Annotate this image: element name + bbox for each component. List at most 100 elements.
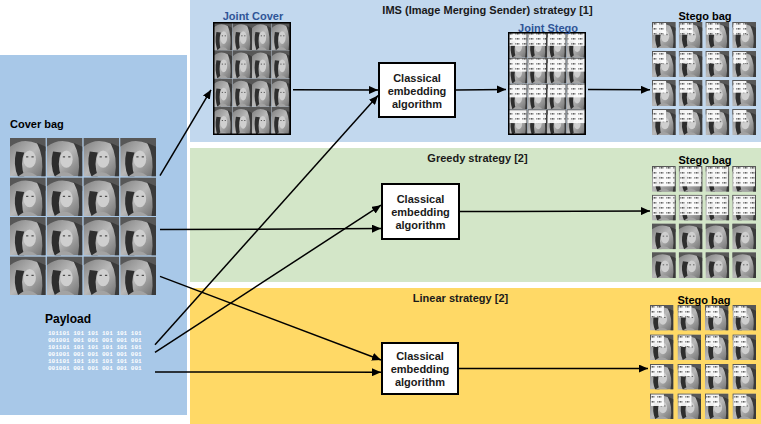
flow-arrow — [293, 89, 378, 91]
band-grounds — [190, 0, 761, 424]
lena-thumbnail — [213, 107, 233, 135]
lena-thumbnail — [508, 84, 528, 110]
lena-thumbnail — [10, 257, 46, 296]
embedded-bits — [568, 33, 586, 46]
embedded-bits — [733, 81, 746, 93]
lena-thumbnail — [272, 107, 292, 135]
lena-thumbnail — [706, 51, 730, 77]
lena-thumbnail — [733, 305, 757, 331]
payload-block: Payload 101101 101 101 101 101 101 001001… — [40, 312, 155, 388]
embedded-bits — [509, 110, 527, 123]
lena-thumbnail — [213, 50, 233, 78]
lena-thumbnail — [705, 305, 729, 331]
lena-thumbnail — [652, 22, 676, 48]
strategy-band: IMS (Image Merging Sender) strategy [1]J… — [190, 0, 761, 142]
lena-thumbnail — [705, 364, 729, 390]
flow-arrow — [459, 368, 648, 370]
lena-thumbnail — [233, 50, 253, 78]
lena-thumbnail — [652, 195, 676, 221]
flow-arrow — [160, 229, 381, 230]
joint-image: Joint Stego — [506, 18, 588, 137]
band-ground — [190, 0, 761, 142]
image-thumbnails — [508, 32, 586, 135]
lena-thumbnail — [679, 166, 703, 192]
embedded-bits — [734, 306, 747, 317]
flow-arrow — [155, 371, 381, 373]
embedded-bits — [568, 85, 586, 98]
lena-thumbnail — [508, 58, 528, 84]
lena-thumbnail — [567, 84, 587, 110]
lena-thumbnail — [252, 50, 272, 78]
input-panel — [0, 55, 187, 415]
payload-heading: Payload — [40, 312, 155, 326]
image-heading: Stego bag — [648, 290, 758, 307]
embedded-bits — [509, 59, 527, 72]
embedded-bits — [734, 365, 747, 376]
lena-thumbnail — [652, 51, 676, 77]
embedded-bits — [680, 167, 702, 186]
lena-thumbnail — [679, 224, 703, 250]
strategy-band: Greedy strategy [2]Classical embedding a… — [190, 148, 761, 282]
lena-thumbnail — [678, 305, 702, 331]
joint-image: Joint Cover — [211, 6, 293, 137]
lena-thumbnail — [528, 109, 548, 135]
image-bag: Stego bag — [648, 290, 758, 421]
lena-thumbnail — [120, 257, 156, 296]
embedded-bits — [653, 81, 666, 93]
embedded-bits — [653, 52, 666, 64]
embedded-bits — [733, 196, 755, 215]
band-ground — [190, 288, 761, 424]
embedded-bits — [651, 395, 664, 406]
process-box: Classical embedding algorithm — [378, 62, 456, 118]
image-heading: Stego bag — [650, 6, 758, 23]
lena-thumbnail — [547, 109, 567, 135]
box-label: Classical embedding algorithm — [383, 346, 457, 391]
lena-thumbnail — [84, 257, 120, 296]
embedded-bits — [733, 110, 746, 122]
embedded-bits — [680, 23, 693, 35]
image-thumbnails — [10, 138, 156, 295]
embedded-bits — [651, 365, 664, 376]
lena-thumbnail — [120, 217, 156, 256]
embedded-bits — [653, 167, 675, 186]
embedded-bits — [706, 336, 719, 347]
payload-bits: 101101 101 101 101 101 101 001001 001 00… — [48, 330, 145, 372]
process-box: Classical embedding algorithm — [381, 183, 460, 240]
embedded-bits — [707, 196, 729, 215]
lena-thumbnail — [679, 51, 703, 77]
embedded-bits — [706, 395, 719, 406]
lena-thumbnail — [650, 305, 674, 331]
lena-thumbnail — [652, 252, 676, 278]
embedded-bits — [509, 33, 527, 46]
lena-thumbnail — [733, 394, 757, 420]
embedded-bits — [653, 23, 666, 35]
lena-thumbnail — [547, 58, 567, 84]
embedded-bits — [568, 59, 586, 72]
lena-thumbnail — [213, 79, 233, 107]
image-thumbnails — [650, 305, 756, 419]
lena-thumbnail — [650, 364, 674, 390]
image-heading: Stego bag — [650, 150, 758, 167]
embedded-bits — [651, 306, 664, 317]
lena-thumbnail — [567, 32, 587, 58]
lena-thumbnail — [567, 109, 587, 135]
lena-thumbnail — [233, 107, 253, 135]
flow-arrow — [588, 89, 650, 91]
image-heading: Joint Stego — [506, 18, 588, 35]
lena-thumbnail — [10, 138, 46, 177]
embedded-bits — [707, 110, 720, 122]
embedded-bits — [651, 336, 664, 347]
lena-thumbnail — [84, 178, 120, 217]
lena-thumbnail — [733, 335, 757, 361]
lena-thumbnail — [213, 22, 233, 50]
lena-thumbnail — [508, 109, 528, 135]
lena-thumbnail — [84, 217, 120, 256]
embedded-bits — [529, 85, 547, 98]
lena-thumbnail — [528, 32, 548, 58]
embedded-bits — [680, 81, 693, 93]
lena-thumbnail — [678, 394, 702, 420]
lena-thumbnail — [528, 58, 548, 84]
lena-thumbnail — [705, 335, 729, 361]
lena-thumbnail — [732, 166, 756, 192]
